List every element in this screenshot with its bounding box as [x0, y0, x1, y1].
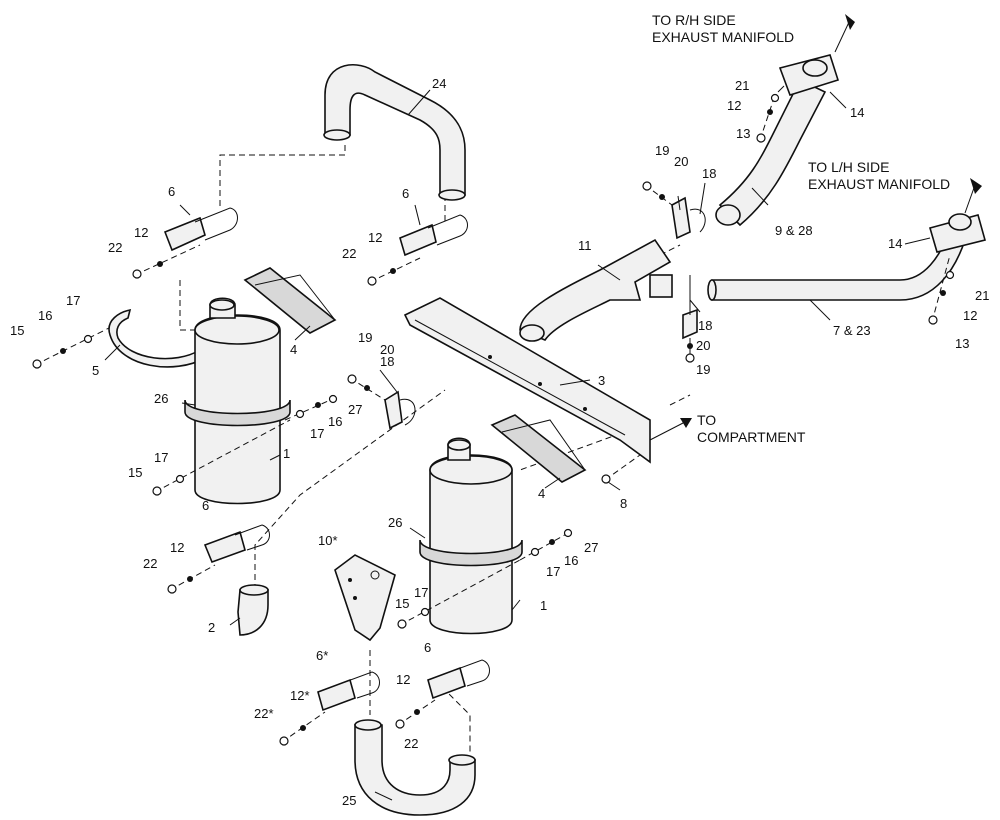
callout: 12: [134, 225, 148, 240]
callout: 18: [380, 354, 394, 369]
crossmember-3: [403, 297, 651, 464]
callout: 22: [404, 736, 418, 751]
bracket-4-upper: [243, 267, 337, 334]
hardware-lh-manifold: [928, 254, 955, 325]
callout: 16: [38, 308, 52, 323]
callout: 17: [414, 585, 428, 600]
bolt-8: [601, 454, 641, 484]
callout: 25: [342, 793, 356, 808]
elbow-2: [237, 584, 269, 636]
callout: 12: [963, 308, 977, 323]
callout: 6: [402, 186, 409, 201]
callout: 27: [348, 402, 362, 417]
clamp-6-upper-left: [163, 207, 238, 252]
callout: 16: [328, 414, 342, 429]
pipe-7-23: [707, 178, 986, 301]
callout: 20: [674, 154, 688, 169]
callout: 19: [655, 143, 669, 158]
rh-manifold-label-line2: EXHAUST MANIFOLD: [652, 29, 794, 45]
lh-manifold-label-line2: EXHAUST MANIFOLD: [808, 176, 950, 192]
muffler-right-1: [419, 437, 523, 635]
lh-manifold-label-line1: TO L/H SIDE: [808, 159, 889, 175]
callout: 14: [888, 236, 902, 251]
hardware-left-muffler: [152, 394, 338, 496]
muffler-left-1: [184, 297, 291, 505]
callout: 22: [108, 240, 122, 255]
clamp-18-upper: [642, 181, 706, 240]
rh-manifold-label-line1: TO R/H SIDE: [652, 12, 736, 28]
callout: 13: [736, 126, 750, 141]
callout: 14: [850, 105, 864, 120]
callout: 17: [66, 293, 80, 308]
callout: 20: [696, 338, 710, 353]
compartment-label-line1: TO: [697, 412, 716, 428]
callout: 27: [584, 540, 598, 555]
callout: 22: [342, 246, 356, 261]
callout: 20: [380, 342, 394, 357]
callout: 21: [735, 78, 749, 93]
callout: 26: [388, 515, 402, 530]
clamp-18-left: [347, 374, 416, 430]
leader-lines: [104, 85, 931, 801]
callout: 15: [128, 465, 142, 480]
strap-5: [108, 308, 207, 368]
callout: 24: [432, 76, 446, 91]
y-pipe-11: [519, 238, 673, 342]
clamp-18-middle: [682, 275, 698, 363]
u-pipe-24: [323, 64, 466, 201]
callout: 6: [168, 184, 175, 199]
bracket-10: [334, 554, 396, 642]
callout: 11: [578, 238, 592, 253]
pipe-25: [354, 719, 476, 816]
callout: 5: [92, 363, 99, 378]
clamp-6-bottom-left: [279, 671, 380, 746]
callout: 21: [975, 288, 989, 303]
callout: 12: [368, 230, 382, 245]
callout: 18: [698, 318, 712, 333]
callout: 4: [290, 342, 297, 357]
callout: 17: [310, 426, 324, 441]
callout: 16: [564, 553, 578, 568]
callout: 3: [598, 373, 605, 388]
callout: 1: [283, 446, 290, 461]
compartment-arrow: [649, 418, 692, 441]
clamp-6-bottom-right: [395, 659, 490, 729]
callout: 13: [955, 336, 969, 351]
clamp-6-lower-left: [167, 524, 270, 594]
callout: 2: [208, 620, 215, 635]
callout: 12*: [290, 688, 310, 703]
callout: 12: [727, 98, 741, 113]
callout: 6*: [316, 648, 328, 663]
callout: 1: [540, 598, 547, 613]
clamp-6-upper-right: [399, 214, 468, 257]
callout: 18: [702, 166, 716, 181]
callout: 6: [424, 640, 431, 655]
bracket-4-lower: [490, 414, 587, 483]
callout: 4: [538, 486, 545, 501]
compartment-label-line2: COMPARTMENT: [697, 429, 806, 445]
callout: 7 & 23: [833, 323, 871, 338]
callout: 17: [546, 564, 560, 579]
callout: 26: [154, 391, 168, 406]
callout: 19: [696, 362, 710, 377]
callout: 9 & 28: [775, 223, 813, 238]
callout: 17: [154, 450, 168, 465]
hardware-rh-manifold: [756, 93, 780, 143]
hardware-right-muffler: [397, 528, 573, 629]
callout: 22: [143, 556, 157, 571]
callout: 12: [396, 672, 410, 687]
pipe-9-28: [715, 14, 855, 227]
callout: 6: [202, 498, 209, 513]
callout: 15: [395, 596, 409, 611]
callout: 19: [358, 330, 372, 345]
callout-numbers: 24 21 12 14 13 19 20 18 9 & 28 14 21 12 …: [10, 76, 989, 808]
callout: 12: [170, 540, 184, 555]
callout: 22*: [254, 706, 274, 721]
annotation-texts: TO R/H SIDE EXHAUST MANIFOLD TO L/H SIDE…: [652, 12, 950, 445]
callout: 8: [620, 496, 627, 511]
callout: 15: [10, 323, 24, 338]
callout: 10*: [318, 533, 338, 548]
